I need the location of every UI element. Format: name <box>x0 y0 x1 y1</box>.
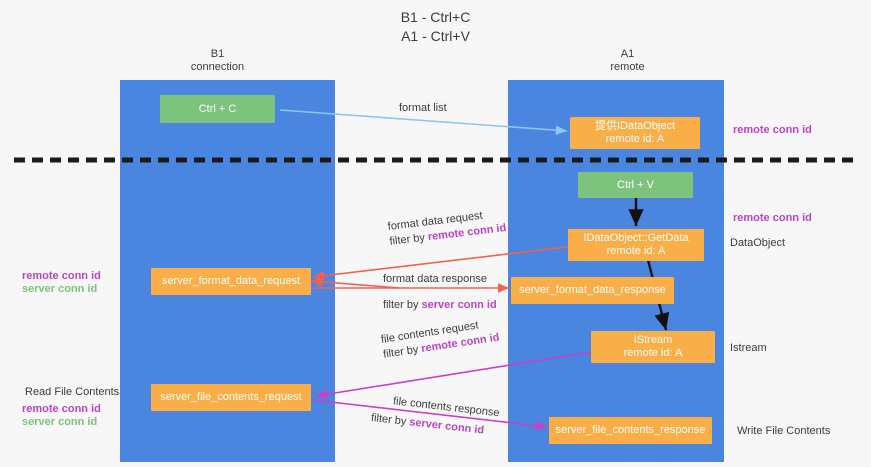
annotation-right-remote-conn-id-1: remote conn id <box>733 124 812 136</box>
edge-label-format-list-line1: format list <box>399 102 447 114</box>
edge-label-file-contents-response: file contents response filter by server … <box>370 392 500 440</box>
annotation-left-server-conn-id-1: server conn id <box>22 283 98 295</box>
lane-a1-subtitle: remote <box>610 61 645 73</box>
edge-label-format-data-response: format data response filter by server co… <box>383 272 497 313</box>
edge-label-format-data-request: format data request filter by remote con… <box>387 206 507 250</box>
edge-label-fdresp-line2: filter by server conn id <box>383 299 497 311</box>
node-istream[interactable]: IStream remote id: A <box>591 331 715 363</box>
lane-a1-title: A1 <box>620 48 635 60</box>
node-server-file-contents-request[interactable]: server_file_contents_request <box>151 384 311 411</box>
node-sfcresp-label: server_file_contents_response <box>555 424 706 436</box>
annotation-right-write-file-contents: Write File Contents <box>737 425 831 437</box>
edge-label-file-contents-request: file contents request filter by remote c… <box>380 316 501 363</box>
node-idataobject-label: 提供IDataObject <box>594 120 676 132</box>
node-ctrl-c[interactable]: Ctrl + C <box>160 95 275 123</box>
node-server-file-contents-response[interactable]: server_file_contents_response <box>549 417 712 444</box>
node-idataobject-sublabel: remote id: A <box>605 133 665 145</box>
annotation-right-dataobject: DataObject <box>730 237 786 249</box>
annotation-left-remote-conn-id-2: remote conn id <box>22 403 101 415</box>
annotation-right-remote-conn-id-2: remote conn id <box>733 212 812 224</box>
annotation-left-read-file-contents: Read File Contents <box>25 386 120 398</box>
node-istream-sublabel: remote id: A <box>623 347 683 359</box>
annotation-left-remote-conn-id-1: remote conn id <box>22 270 101 282</box>
edge-label-fcresp-strong: server conn id <box>408 416 485 437</box>
annotation-left-server-conn-id-2: server conn id <box>22 416 98 428</box>
edge-label-format-list: format list <box>399 101 447 116</box>
node-ctrl-v[interactable]: Ctrl + V <box>578 172 693 198</box>
node-sfdreq-label: server_format_data_request <box>161 275 301 287</box>
lane-header-a1: A1 remote <box>560 48 695 74</box>
lane-b1-title: B1 <box>210 48 225 60</box>
node-ctrl-c-label: Ctrl + C <box>198 102 237 115</box>
node-sfcreq-label: server_file_contents_request <box>160 391 302 403</box>
node-getdata-sublabel: remote id: A <box>606 245 666 257</box>
node-istream-label: IStream <box>633 334 673 346</box>
node-getdata-label: IDataObject::GetData <box>583 232 689 244</box>
node-idataobject-getdata[interactable]: IDataObject::GetData remote id: A <box>568 229 704 261</box>
diagram-title: B1 - Ctrl+C A1 - Ctrl+V <box>0 8 871 46</box>
node-ctrl-v-label: Ctrl + V <box>617 178 654 191</box>
lane-b1-subtitle: connection <box>190 61 245 73</box>
title-line-1: B1 - Ctrl+C <box>400 9 471 25</box>
node-server-format-data-request[interactable]: server_format_data_request <box>151 268 311 295</box>
annotation-right-istream: Istream <box>730 342 767 354</box>
title-line-2: A1 - Ctrl+V <box>401 28 470 44</box>
edge-label-fdresp-strong: server conn id <box>421 299 497 311</box>
edge-label-fdresp-line1: format data response <box>383 273 487 285</box>
node-idataobject[interactable]: 提供IDataObject remote id: A <box>570 117 700 149</box>
node-sfdresp-label: server_format_data_response <box>519 284 666 296</box>
node-server-format-data-response[interactable]: server_format_data_response <box>511 277 674 304</box>
lane-header-b1: B1 connection <box>150 48 285 74</box>
